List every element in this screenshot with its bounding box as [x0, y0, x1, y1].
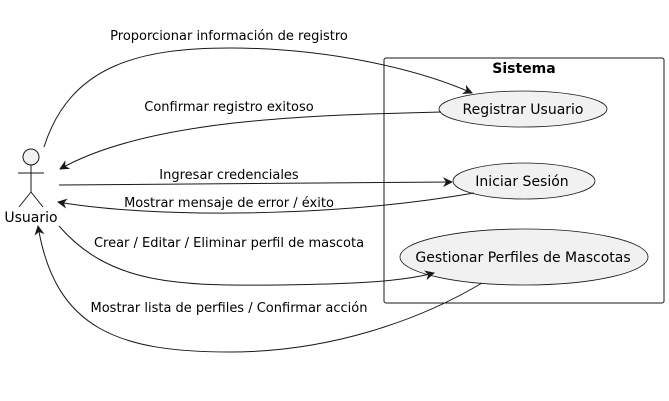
use-case-login-ellipse: [452, 162, 596, 200]
edge-crear-editar-eliminar: [58, 225, 435, 286]
actor-left-leg: [18, 191, 32, 208]
edge-label-confirmar-registro: Confirmar registro exitoso: [144, 100, 314, 115]
edge-label-ingresar-credenciales: Ingresar credenciales: [159, 168, 299, 183]
edge-label-crear-editar-eliminar: Crear / Editar / Eliminar perfil de masc…: [94, 236, 364, 251]
use-case-login[interactable]: Iniciar Sesión: [452, 162, 596, 200]
actor-usuario[interactable]: Usuario: [4, 148, 58, 226]
system-title: Sistema: [492, 61, 555, 77]
edge-mostrar-lista-perfiles: [34, 225, 483, 353]
actor-label: Usuario: [4, 210, 57, 226]
actor-head: [22, 148, 40, 166]
edge-confirmar-registro: [59, 111, 442, 170]
edge-proporcionar-registro: [43, 47, 473, 148]
edge-ingresar-credenciales: [58, 177, 453, 188]
use-case-registrar-ellipse: [438, 90, 608, 128]
use-case-login-label: Iniciar Sesión: [475, 174, 568, 190]
edge-label-mostrar-error-exito: Mostrar mensaje de error / éxito: [124, 196, 334, 211]
use-case-registrar-label: Registrar Usuario: [462, 102, 583, 118]
use-case-perfiles[interactable]: Gestionar Perfiles de Mascotas: [399, 228, 649, 286]
actor-right-leg: [30, 191, 44, 208]
use-case-perfiles-ellipse: [399, 228, 649, 286]
edge-label-proporcionar-registro: Proporcionar información de registro: [110, 29, 348, 44]
edge-label-mostrar-lista-perfiles: Mostrar lista de perfiles / Confirmar ac…: [91, 301, 368, 316]
system-boundary: [383, 57, 665, 304]
use-case-registrar[interactable]: Registrar Usuario: [438, 90, 608, 128]
edge-mostrar-error-exito: [57, 192, 475, 214]
use-case-perfiles-label: Gestionar Perfiles de Mascotas: [415, 250, 630, 266]
